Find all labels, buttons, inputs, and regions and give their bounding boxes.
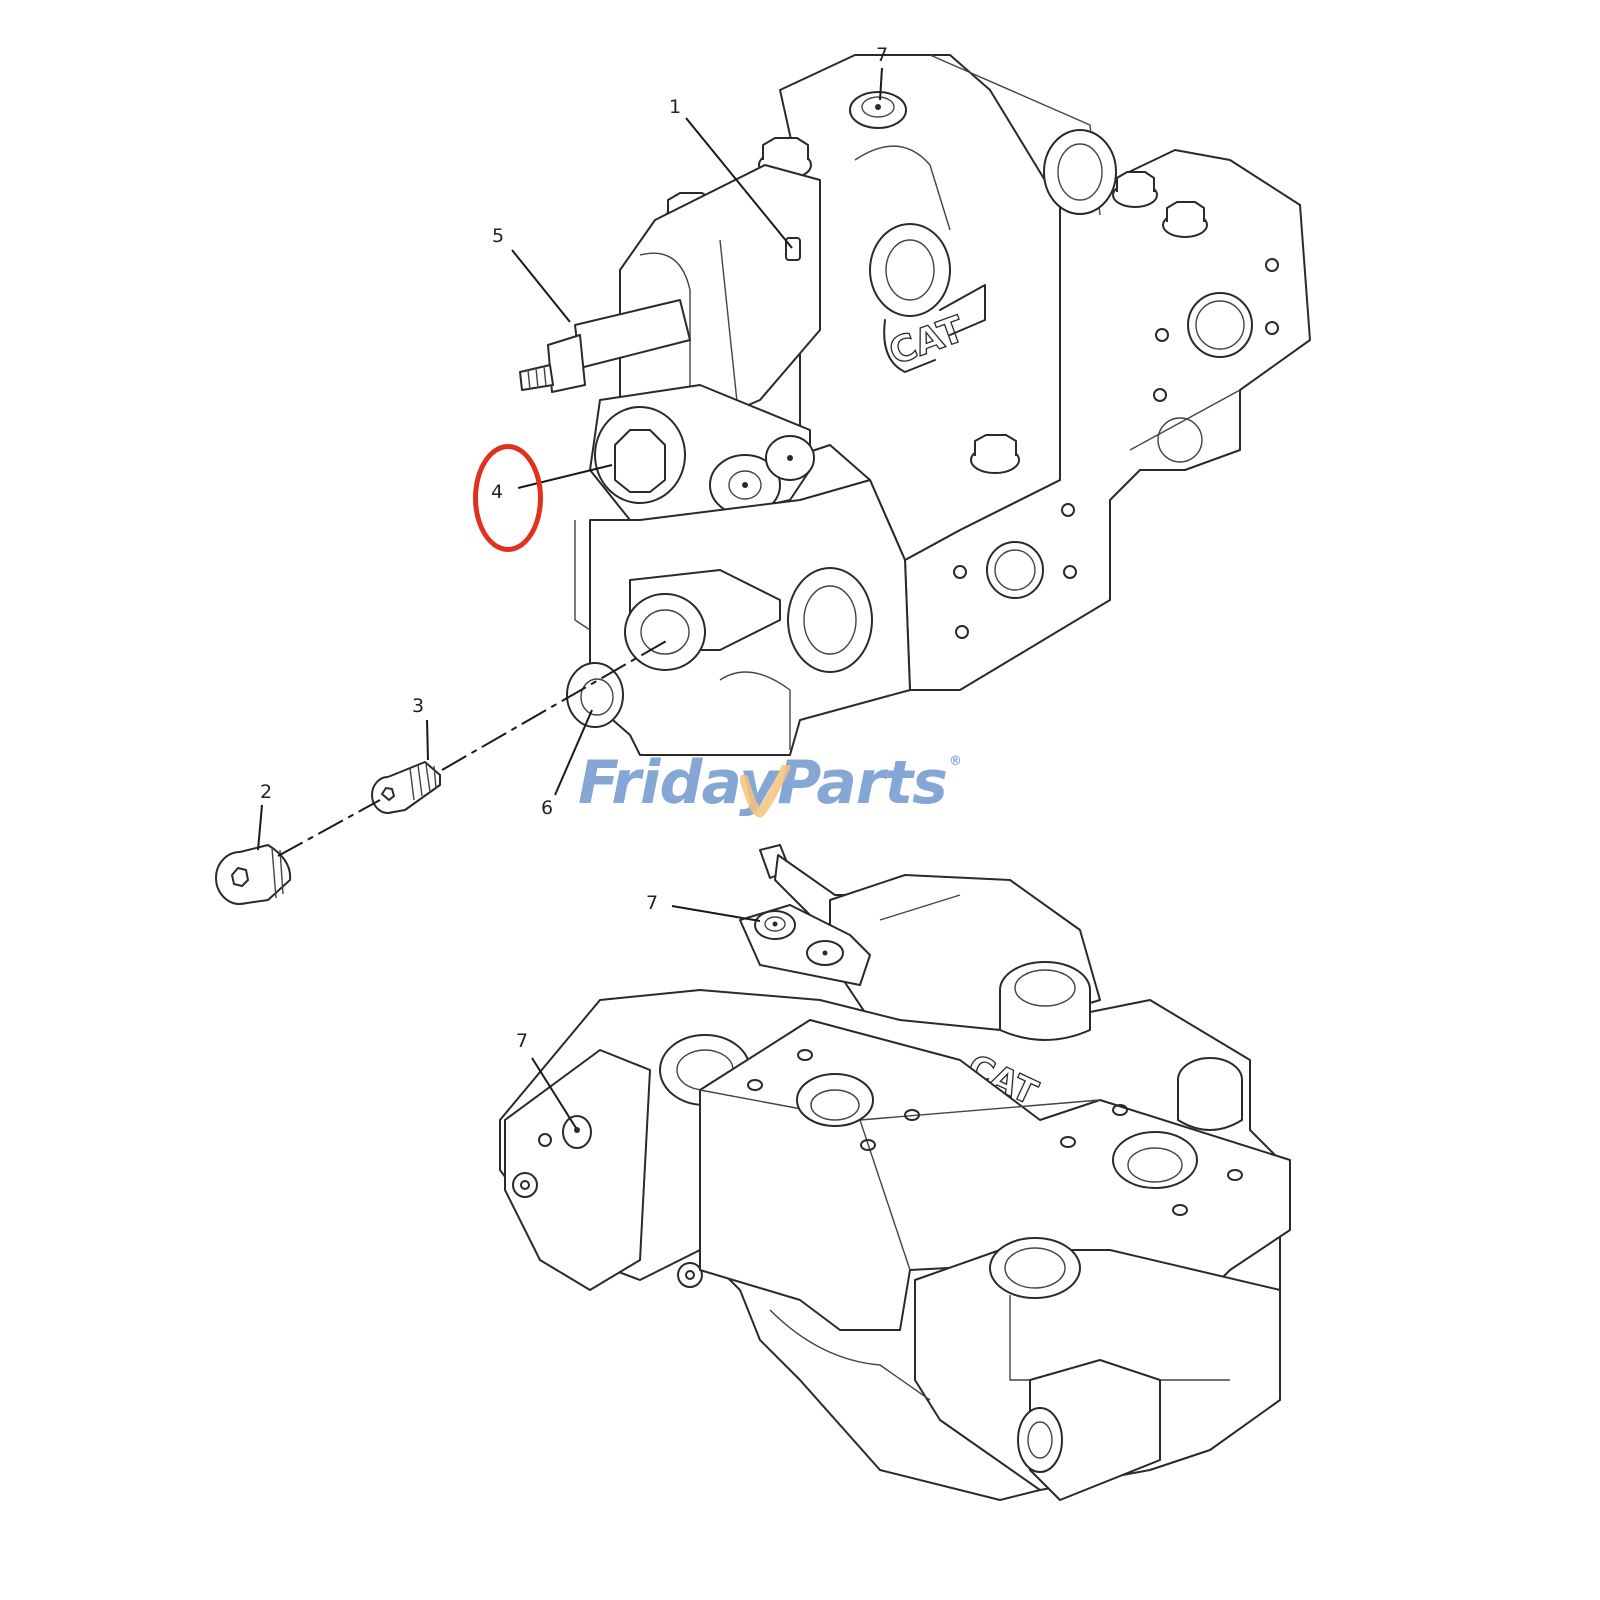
assembly-axis-line-3 [441,639,669,771]
upper-valve-body: CAT [519,54,1311,756]
callout-1: 1 [668,96,682,118]
callout-7-top: 7 [875,44,889,66]
callout-2: 2 [259,781,273,803]
registered-mark: ® [948,754,962,769]
callout-6: 6 [540,797,554,819]
exploded-plug-2 [215,844,292,905]
leader-lines [257,67,883,1129]
callout-5: 5 [491,225,505,247]
exploded-screw-3 [371,761,441,814]
assembly-axis-line-2 [277,799,381,857]
lower-valve-body: CAT [499,844,1291,1501]
highlight-circle-callout-4 [473,444,543,552]
callout-3: 3 [411,695,425,717]
callout-7-lower-plate: 7 [645,892,659,914]
watermark-check-icon [740,765,791,818]
callout-7-lower-bracket: 7 [515,1030,529,1052]
